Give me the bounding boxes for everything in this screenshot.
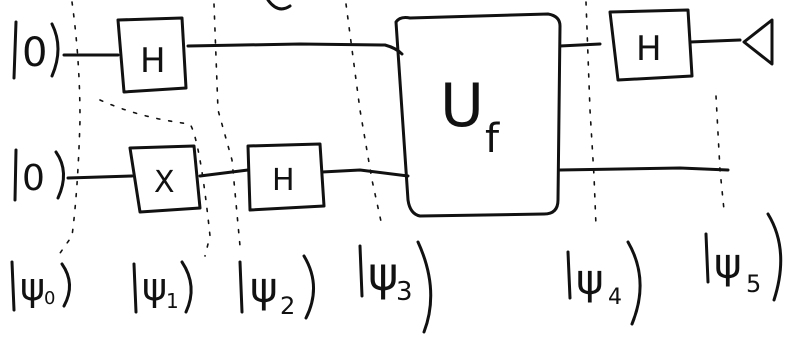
gate-x-bottom-label: X [154,165,175,200]
state-psi-0-subscript: 0 [44,288,55,309]
state-separators [57,1,725,257]
gate-h-top: H [116,16,188,94]
separator-2 [213,3,241,247]
state-psi-3-symbol: ψ [368,247,398,301]
state-psi-2-subscript: 2 [280,292,295,320]
state-psi-5-symbol: ψ [714,239,742,288]
top-fragment [266,0,292,11]
gate-x-bottom: X [128,144,202,214]
ket-input-bottom-value: 0 [22,158,45,199]
separator-5 [715,95,725,211]
gate-h-final: H [608,8,694,82]
state-psi-5: ψ 5 [704,212,783,302]
state-psi-1-subscript: 1 [166,289,179,313]
state-psi-0: ψ 0 [10,260,71,312]
state-psi-0-symbol: ψ [20,265,45,309]
wire-bottom [66,166,730,180]
state-psi-4: ψ 4 [566,240,642,326]
state-psi-1-symbol: ψ [142,265,167,309]
state-psi-4-symbol: ψ [576,255,604,304]
measurement-symbol [742,18,774,66]
ket-input-bottom: 0 [13,148,65,202]
state-psi-5-subscript: 5 [746,270,761,298]
state-psi-4-subscript: 4 [608,285,622,310]
state-psi-3-subscript: 3 [396,277,413,307]
gate-oracle: U f [394,12,562,218]
separator-4 [585,1,597,227]
separator-3 [345,3,383,227]
ket-input-top-value: 0 [22,30,47,76]
state-psi-3: ψ 3 [358,240,433,334]
gate-oracle-label: U [440,71,484,141]
gate-h-bottom: H [246,142,326,212]
state-psi-2-symbol: ψ [250,263,278,312]
gate-oracle-subscript: f [485,116,500,162]
gate-h-final-label: H [636,29,662,69]
ket-input-top: 0 [12,20,60,80]
state-psi-2: ψ 2 [238,254,316,320]
gate-h-bottom-label: H [272,163,295,198]
wire-top [62,38,742,57]
separator-0 [57,1,81,257]
separator-1 [99,99,211,257]
gate-h-top-label: H [140,41,166,81]
state-psi-1: ψ 1 [132,260,193,314]
